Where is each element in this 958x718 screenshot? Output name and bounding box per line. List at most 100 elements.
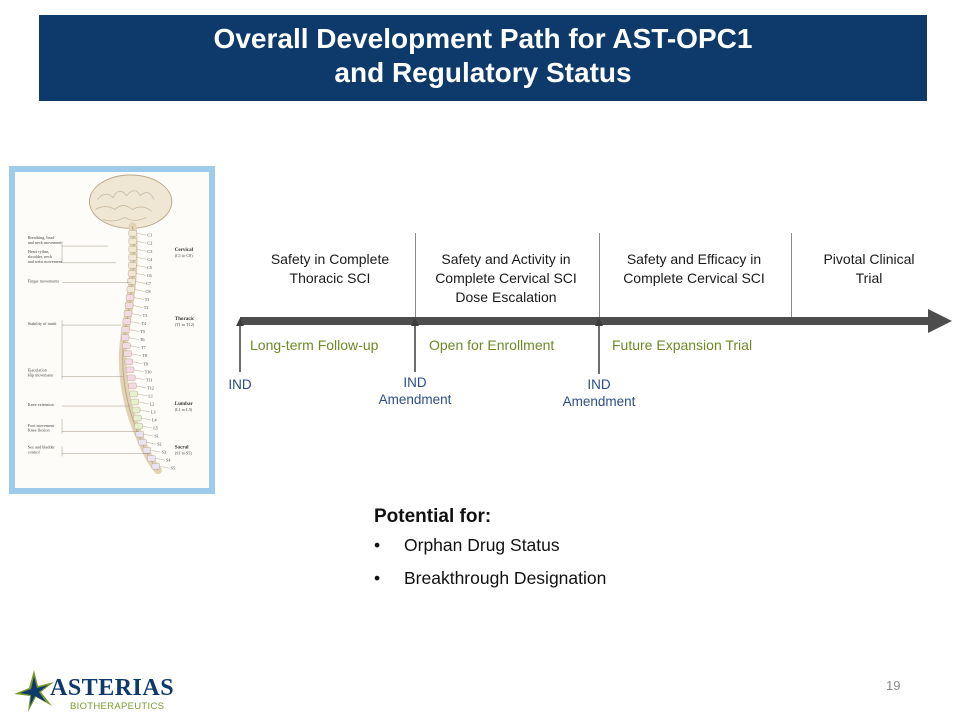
status-future-expansion-trial: Future Expansion Trial bbox=[612, 337, 753, 353]
function-label: Stability of trunk bbox=[28, 321, 58, 326]
vertebra-t6 bbox=[120, 334, 130, 341]
vertebra-t12 bbox=[128, 382, 137, 390]
milestone-amendment-2-line-2: Amendment bbox=[562, 394, 636, 409]
phase-divider bbox=[415, 233, 416, 323]
level-label-t3: T3 bbox=[143, 313, 148, 318]
nerve-root bbox=[135, 273, 146, 276]
function-label: Knee extension bbox=[28, 402, 55, 407]
function-label: Foot movement bbox=[28, 423, 55, 428]
phase-1-label: Safety in Complete Thoracic SCI bbox=[252, 250, 408, 288]
level-label-c3: C3 bbox=[147, 249, 152, 254]
nerve-root bbox=[130, 345, 141, 348]
bullet-orphan-drug: • Orphan Drug Status bbox=[374, 535, 560, 556]
level-label-c2: C2 bbox=[147, 241, 152, 246]
milestone-amendment-1-line-1: IND bbox=[403, 375, 427, 390]
phase-3-line-2: Complete Cervical SCI bbox=[623, 270, 765, 286]
function-label: and wrist movement bbox=[28, 259, 63, 264]
vertebra-l2 bbox=[130, 398, 140, 406]
status-long-term-follow-up: Long-term Follow-up bbox=[250, 337, 379, 353]
nerve-root bbox=[155, 458, 166, 461]
level-label-t5: T5 bbox=[140, 329, 145, 334]
milestone-label-amendment-1: IND Amendment bbox=[368, 374, 462, 408]
level-label-t9: T9 bbox=[143, 361, 148, 366]
region-label: (T1 to T12) bbox=[175, 322, 195, 327]
level-label-t12: T12 bbox=[147, 385, 154, 390]
nerve-root bbox=[133, 369, 144, 373]
bullet-dot: • bbox=[374, 535, 381, 555]
function-label: and neck movement bbox=[28, 240, 63, 245]
nerve-root bbox=[132, 361, 143, 364]
phase-4-line-2: Trial bbox=[855, 270, 883, 286]
nerve-root bbox=[159, 466, 170, 469]
nerve-root bbox=[131, 353, 142, 356]
nerve-root bbox=[129, 337, 139, 340]
nerve-root bbox=[133, 297, 144, 300]
level-label-l3: L3 bbox=[151, 409, 156, 414]
page-number: 19 bbox=[886, 678, 901, 693]
bullet-text: Breakthrough Designation bbox=[404, 568, 607, 588]
phase-2-line-3: Dose Escalation bbox=[455, 289, 557, 305]
function-label: Breathing, head bbox=[28, 235, 55, 241]
phase-4-line-1: Pivotal Clinical bbox=[823, 251, 915, 267]
function-label: shoulder, neck bbox=[28, 254, 53, 260]
nerve-root bbox=[136, 265, 147, 268]
region-label: Lumbar bbox=[175, 401, 194, 407]
level-label-s5: S5 bbox=[171, 466, 175, 471]
company-logo: ASTERIAS BIOTHERAPEUTICS bbox=[10, 668, 180, 714]
milestone-amendment-1-line-2: Amendment bbox=[378, 392, 452, 407]
milestone-label-ind: IND bbox=[220, 376, 260, 393]
bullet-text: Orphan Drug Status bbox=[404, 535, 560, 555]
milestone-marker-amendment-1 bbox=[411, 318, 419, 372]
level-label-l1: L1 bbox=[148, 393, 153, 398]
level-label-s4: S4 bbox=[166, 458, 171, 463]
nerve-root bbox=[141, 417, 152, 421]
status-open-for-enrollment: Open for Enrollment bbox=[429, 337, 555, 353]
function-label: Sex and bladder bbox=[28, 444, 56, 449]
level-label-c5: C5 bbox=[147, 265, 152, 270]
nerve-root bbox=[134, 289, 145, 292]
timeline-bar bbox=[240, 317, 930, 325]
phase-1-line-1: Safety in Complete bbox=[270, 251, 390, 267]
function-label: Finger movements bbox=[28, 279, 60, 284]
level-label-t8: T8 bbox=[142, 353, 147, 358]
region-label: (C1 to C8) bbox=[175, 253, 194, 258]
milestone-marker-amendment-2 bbox=[595, 318, 603, 374]
level-label-s1: S1 bbox=[154, 434, 158, 439]
phase-divider bbox=[599, 233, 600, 323]
title-banner: Overall Development Path for AST-OPC1 an… bbox=[39, 15, 927, 101]
level-label-t11: T11 bbox=[146, 377, 153, 382]
milestone-amendment-2-line-1: IND bbox=[587, 377, 611, 392]
phase-3-line-1: Safety and Efficacy in bbox=[626, 251, 762, 267]
nerve-root bbox=[136, 249, 147, 252]
level-label-t2: T2 bbox=[144, 305, 149, 310]
level-label-t7: T7 bbox=[141, 345, 146, 350]
nerve-root bbox=[132, 305, 143, 308]
nerve-root bbox=[142, 425, 153, 429]
function-label: Hip movement bbox=[28, 372, 54, 377]
vertebra-l4 bbox=[133, 414, 142, 422]
level-label-s3: S3 bbox=[162, 450, 166, 455]
milestone-label-amendment-2: IND Amendment bbox=[552, 376, 646, 410]
phase-2-line-1: Safety and Activity in bbox=[441, 251, 571, 267]
nerve-root bbox=[131, 313, 142, 316]
function-label: Heart rythm, bbox=[28, 249, 49, 255]
function-label: Knee flexion bbox=[28, 428, 51, 433]
slide-title-line-1: Overall Development Path for AST-OPC1 bbox=[213, 23, 753, 54]
level-label-l2: L2 bbox=[150, 401, 155, 406]
level-label-t1: T1 bbox=[145, 297, 150, 302]
level-label-c8: C8 bbox=[146, 289, 151, 294]
phase-divider bbox=[791, 233, 792, 323]
level-label-c7: C7 bbox=[146, 281, 151, 286]
vertebra-s4 bbox=[147, 455, 156, 462]
vertebra-c7 bbox=[127, 278, 136, 285]
vertebra-t7 bbox=[122, 342, 131, 349]
logo-wordmark: ASTERIAS bbox=[50, 675, 175, 701]
vertebra-t11 bbox=[127, 374, 136, 382]
nerve-root bbox=[129, 329, 140, 332]
nerve-root bbox=[136, 233, 147, 236]
vertebra-t10 bbox=[125, 366, 135, 374]
level-label-t10: T10 bbox=[145, 369, 152, 374]
nerve-root bbox=[150, 450, 161, 453]
